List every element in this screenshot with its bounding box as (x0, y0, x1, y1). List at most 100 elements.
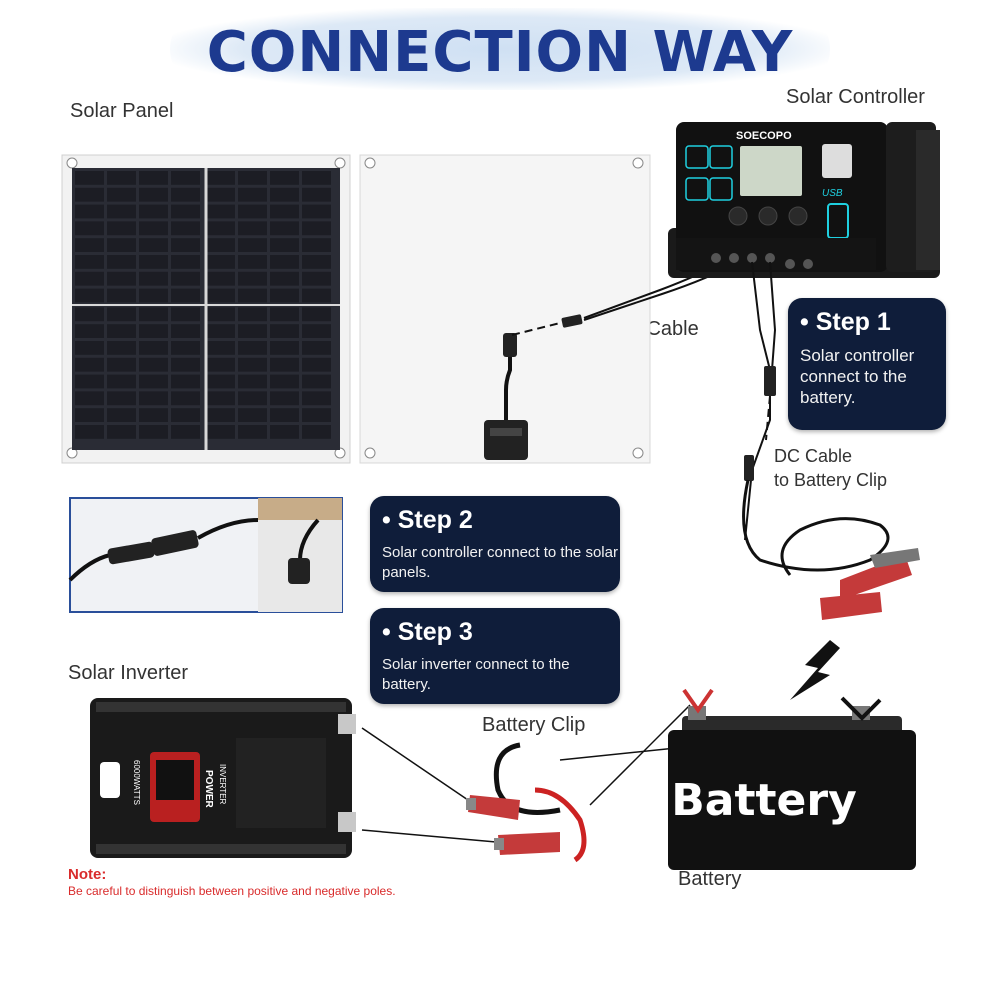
solar-cell (302, 357, 331, 372)
solar-cell (302, 391, 331, 406)
solar-cell (107, 374, 136, 389)
solar-cell (238, 271, 267, 286)
solar-cell (107, 425, 136, 439)
solar-cell (107, 221, 136, 236)
solar-cell (302, 408, 331, 422)
solar-cell (139, 238, 168, 252)
solar-cell (171, 171, 200, 185)
solar-cell (75, 408, 104, 422)
step-1-title: • Step 1 (800, 308, 891, 336)
solar-cell (302, 238, 331, 252)
solar-inverter-label: Solar Inverter (68, 662, 189, 684)
solar-cell (107, 408, 136, 422)
solar-cell (238, 255, 267, 269)
solar-cell (206, 171, 235, 185)
solar-cell (171, 324, 200, 338)
solar-cell (302, 255, 331, 269)
solar-cell (139, 171, 168, 185)
solar-cell (238, 324, 267, 338)
solar-cell (75, 187, 104, 202)
note-title: Note: (68, 866, 107, 883)
note-text: Be careful to distinguish between positi… (68, 884, 396, 898)
solar-cell (139, 271, 168, 286)
solar-cell (107, 357, 136, 372)
solar-cell (171, 271, 200, 286)
inverter-power-text: POWER (203, 770, 214, 809)
solar-cell (270, 357, 299, 372)
solar-cell (107, 171, 136, 185)
solar-cell (238, 171, 267, 185)
solar-cell (270, 307, 299, 322)
solar-cell (107, 187, 136, 202)
solar-cell (270, 238, 299, 252)
step-3-title: • Step 3 (382, 618, 473, 646)
solar-cell (238, 307, 267, 322)
solar-cell (75, 391, 104, 406)
solar-cell (302, 341, 331, 355)
solar-cell (139, 307, 168, 322)
solar-cell (107, 238, 136, 252)
solar-cell (206, 255, 235, 269)
solar-cell (139, 288, 168, 303)
solar-cell (171, 425, 200, 439)
solar-cell (206, 408, 235, 422)
solar-cell (238, 238, 267, 252)
battery-label: Battery (678, 868, 742, 890)
battery-body (668, 688, 916, 870)
solar-cell (107, 341, 136, 355)
solar-cell (139, 187, 168, 202)
page-title: CONNECTION WAY (206, 20, 794, 85)
solar-panel-label: Solar Panel (70, 100, 174, 122)
solar-cell (302, 187, 331, 202)
solar-cell (107, 204, 136, 219)
solar-cell (171, 357, 200, 372)
solar-cell (171, 204, 200, 219)
solar-cell (302, 221, 331, 236)
solar-cell (107, 255, 136, 269)
solar-panel-front (61, 154, 351, 464)
solar-cell (206, 204, 235, 219)
solar-cell (270, 171, 299, 185)
solar-cell (139, 204, 168, 219)
dc-cable-battery-line1: DC Cable (774, 446, 853, 466)
solar-cell (75, 221, 104, 236)
solar-cell (139, 324, 168, 338)
connector-photo (68, 497, 343, 613)
step-2-title: • Step 2 (382, 506, 473, 534)
solar-cell (171, 255, 200, 269)
solar-cell (107, 324, 136, 338)
dc-cable-to-battery-label: DC Cable to Battery Clip (774, 444, 887, 492)
solar-cell (238, 391, 267, 406)
solar-controller-label: Solar Controller (786, 86, 925, 108)
step-3-desc: Solar inverter connect to the battery. (382, 656, 570, 693)
solar-cell (270, 221, 299, 236)
step-1-box: • Step 1 Solar controller connect to the… (788, 298, 946, 430)
battery-clip-label: Battery Clip (482, 714, 586, 736)
step-3-box: • Step 3 Solar inverter connect to the b… (370, 608, 620, 704)
solar-cell (206, 307, 235, 322)
solar-cell (238, 187, 267, 202)
solar-cell (270, 187, 299, 202)
solar-cell (75, 271, 104, 286)
solar-cell (171, 307, 200, 322)
solar-cell (206, 374, 235, 389)
solar-cell (75, 341, 104, 355)
solar-cell (206, 357, 235, 372)
inverter-inverter-text: INVERTER (218, 764, 227, 805)
solar-cell (75, 204, 104, 219)
solar-cell (302, 307, 331, 322)
solar-cell (206, 238, 235, 252)
battery-clip-cluster (466, 742, 587, 863)
solar-inverter (90, 698, 356, 858)
solar-panel-back (359, 154, 651, 464)
solar-cell (139, 341, 168, 355)
solar-cell (302, 324, 331, 338)
solar-cell (270, 271, 299, 286)
solar-controller (668, 122, 940, 278)
solar-cell (270, 324, 299, 338)
solar-cell (107, 271, 136, 286)
solar-cell (206, 187, 235, 202)
solar-cell (171, 408, 200, 422)
solar-cell (75, 288, 104, 303)
